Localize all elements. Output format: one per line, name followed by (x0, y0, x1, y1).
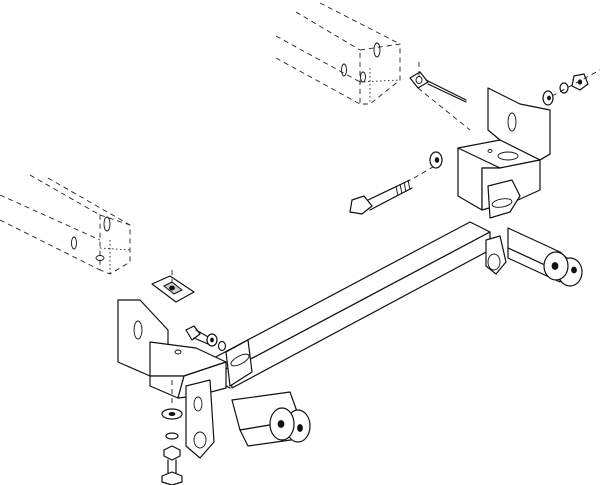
right-washer-nut-set (429, 69, 601, 169)
left-bracket-slot (133, 320, 143, 340)
left-bracket-slot-2 (230, 353, 250, 367)
left-mounting-bracket (117, 299, 253, 399)
left-bracket-hole (174, 349, 182, 355)
right-bracket-slot (507, 112, 517, 132)
lower-frame-rail (0, 174, 131, 275)
right-bracket-slot-2 (497, 151, 519, 161)
hex-nut-bottom (163, 445, 181, 461)
crossbar (209, 221, 491, 389)
upper-rail-hole-2 (360, 71, 366, 83)
hex-bolt-bottom (161, 471, 183, 485)
right-tow-tab (485, 179, 583, 287)
hex-nut-upper (409, 71, 429, 89)
safety-chain-loop (485, 235, 507, 275)
bottom-bolt-stack (161, 380, 183, 485)
lock-washer-mid (217, 340, 227, 352)
lock-washer-bottom (165, 432, 179, 440)
right-tab-slot (491, 198, 513, 208)
square-nut-and-cotter-pin (409, 62, 471, 131)
left-tow-tab (185, 379, 311, 459)
cotter-pin (425, 79, 467, 101)
lower-rail-hole-2 (95, 255, 105, 261)
square-nut-plate (151, 270, 195, 303)
upper-frame-rail (275, 2, 401, 105)
short-hex-bolt (185, 325, 227, 352)
lower-rail-hole (71, 236, 77, 250)
hex-head (349, 195, 373, 215)
upper-rail-slot (373, 42, 381, 58)
right-bracket-hole (487, 149, 493, 153)
long-hex-bolt (349, 163, 439, 215)
lower-rail-slot (103, 216, 111, 232)
upper-rail-hole (341, 63, 347, 77)
